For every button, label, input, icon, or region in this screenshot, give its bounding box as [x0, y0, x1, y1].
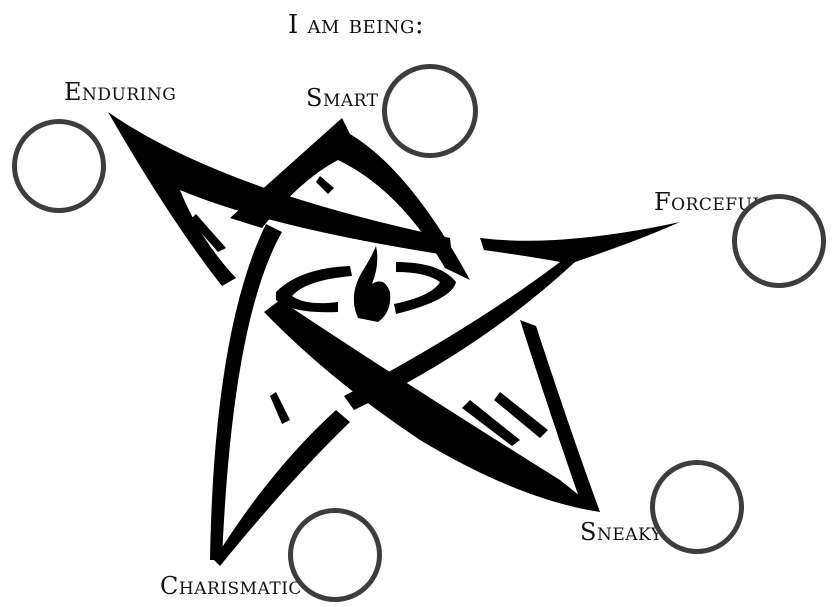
flame-eye [276, 246, 456, 322]
trait-label-sneaky: Sneaky [580, 520, 662, 544]
trait-label-charismatic: Charismatic [160, 574, 302, 598]
trait-label-smart: Smart [306, 86, 378, 110]
smart-score-circle[interactable] [382, 64, 478, 158]
trait-label-enduring: Enduring [64, 80, 176, 104]
charismatic-score-circle[interactable] [288, 508, 382, 602]
page-title: I am being: [288, 12, 424, 38]
sneaky-score-circle[interactable] [650, 460, 744, 554]
enduring-score-circle[interactable] [12, 119, 106, 213]
forceful-score-circle[interactable] [732, 194, 826, 288]
